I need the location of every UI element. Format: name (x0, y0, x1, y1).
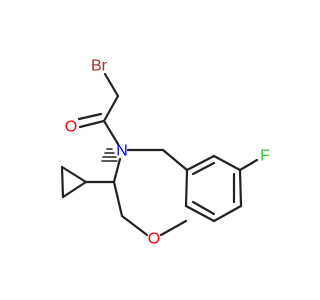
bond-ring-c6-c7 (238, 168, 243, 208)
atom-f-label: F (260, 148, 270, 165)
bond-ring-inner-3 (191, 200, 216, 216)
atom-br-label: Br (91, 58, 108, 75)
bond-carbonyl-double-2 (77, 112, 103, 121)
bond-ring-c7-c8 (212, 204, 243, 223)
bond-br-ch2 (103, 72, 120, 98)
atom-o-carbonyl-label: O (65, 119, 77, 136)
bond-cyclopropyl-1 (60, 165, 88, 184)
bond-ch2-c4a (161, 148, 189, 172)
bond-n-c3 (112, 157, 122, 184)
atom-o-ring-label: O (148, 231, 160, 248)
bond-c6-f (238, 158, 259, 172)
bond-carbonyl-double-1 (78, 119, 106, 129)
atom-n-label: N (116, 143, 128, 160)
bond-ch2-o (120, 214, 149, 237)
bond-ring-c4a-c5 (185, 154, 216, 172)
bond-carbonyl-n (102, 119, 120, 146)
bond-c3-ch2 (112, 180, 124, 218)
bond-layer (60, 72, 259, 237)
bond-ring-inner-1 (191, 161, 216, 176)
bond-cyclopropyl-3 (60, 165, 65, 199)
bond-ring-c9a-c4a (184, 168, 189, 208)
bond-ch2-carbonyl (102, 94, 120, 123)
molecule-structure: Br O N F O (60, 58, 270, 248)
atom-label-layer: Br O N F O (65, 58, 270, 248)
molecule-canvas: Br O N F O (60, 57, 271, 248)
bond-o-c9a (159, 219, 188, 237)
bond-cyclopropyl-2 (61, 180, 88, 199)
bond-ring-c5-c6 (212, 154, 242, 172)
bond-ring-c8-c9a (184, 204, 216, 223)
